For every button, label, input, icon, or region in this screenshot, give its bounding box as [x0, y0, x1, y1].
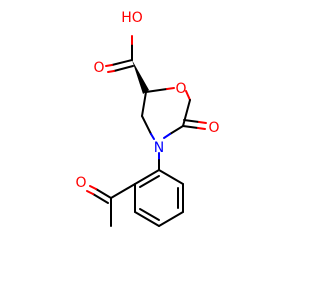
- benzene-inner-bond-4: [139, 208, 160, 221]
- benzene-bond-3: [158, 211, 184, 227]
- ring-c2-n3-bond: [169, 125, 184, 135]
- ring-c5-o1-bond: [145, 88, 168, 93]
- ring-carbonyl-red-2: [198, 121, 207, 124]
- c-o-double-red-2: [107, 70, 115, 73]
- acetyl-oxygen-label: O: [75, 175, 86, 191]
- ring-o1-c2-red: [185, 90, 191, 101]
- ring-o1-c2-bond: [182, 99, 191, 127]
- ring-carbonyl-oxygen-label: O: [208, 120, 219, 136]
- acetyl-carbonyl-bond-2: [92, 193, 109, 204]
- ring-c5-o1-red: [166, 87, 175, 90]
- acetyl-carbonyl-red-2: [86, 190, 94, 195]
- ring-oxygen-label: O: [175, 81, 186, 97]
- benzene-bond-1: [158, 169, 184, 185]
- c-o-double-bond-2: [113, 65, 134, 72]
- c-o-double-bond-1: [111, 59, 133, 66]
- acetyl-carbonyl-red-1: [89, 185, 97, 190]
- molecule-svg: HO O O O N O: [75, 10, 220, 227]
- ring-nitrogen-label: N: [154, 140, 164, 156]
- chemical-structure-diagram: HO O O O N O: [75, 10, 220, 227]
- acetyl-carbonyl-bond-1: [95, 188, 112, 199]
- stereo-wedge-bond: [132, 60, 149, 94]
- acetyl-attachment-bond: [110, 183, 136, 199]
- benzene-bond-6: [134, 169, 160, 185]
- ring-c4-n3-blue: [150, 133, 155, 140]
- ring-carbonyl-bond-1: [182, 125, 199, 129]
- hydroxyl-label: HO: [121, 10, 143, 26]
- ring-c2-n3-blue: [163, 133, 171, 139]
- benzene-inner-bond-6: [139, 175, 160, 188]
- ring-c4-n3-bond: [141, 115, 152, 135]
- ring-c5-c4-bond: [141, 91, 147, 117]
- carboxyl-oxygen-label: O: [93, 60, 104, 76]
- c-o-double-red-1: [105, 64, 113, 67]
- ring-carbonyl-red-1: [197, 127, 206, 130]
- ring-carbonyl-bond-2: [183, 119, 200, 123]
- benzene-bond-4: [134, 211, 160, 227]
